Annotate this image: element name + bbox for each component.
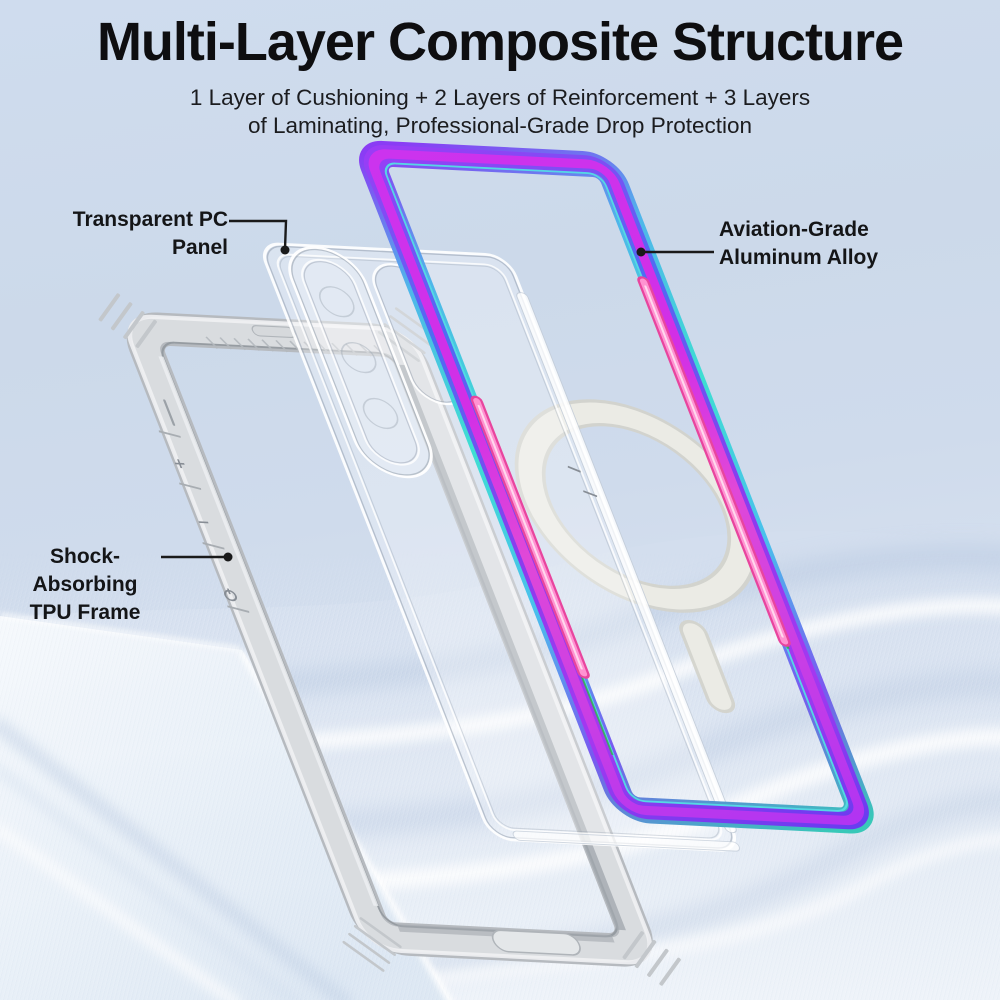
pc-panel-bottom-wall — [512, 830, 741, 852]
rail-cushion-key-right — [637, 276, 791, 647]
pc-panel-side-wall — [516, 292, 737, 834]
aluminum-frame-core-stripe — [368, 149, 865, 826]
callout-leaders — [161, 219, 714, 562]
callout-label-aluminum-alloy: Aviation-Grade Aluminum Alloy — [719, 216, 878, 272]
callout-aluminum-line-2: Aluminum Alloy — [719, 246, 879, 269]
power-key-glyph-icon — [224, 588, 238, 602]
antenna-slot — [163, 399, 176, 426]
callout-aluminum-line-1: Aviation-Grade — [719, 218, 869, 241]
lens-ring — [340, 341, 377, 374]
page-subtitle: 1 Layer of Cushioning + 2 Layers of Rein… — [0, 84, 1000, 140]
callout-dot-tpu — [223, 552, 233, 562]
callout-label-tpu-frame: Shock-Absorbing TPU Frame — [0, 543, 170, 627]
subtitle-line-1: 1 Layer of Cushioning + 2 Layers of Rein… — [189, 85, 811, 110]
camera-cutout-large — [288, 246, 433, 479]
callout-tpu-line-2: TPU Frame — [29, 601, 141, 624]
bottom-port-cover — [491, 929, 581, 956]
panel-latch-hooks — [567, 465, 598, 498]
magsafe-alignment-magnet — [682, 623, 732, 710]
page-title: Multi-Layer Composite Structure — [96, 12, 904, 72]
rail-cushion-key-left — [470, 395, 590, 679]
callout-tpu-line-1: Shock-Absorbing — [32, 545, 138, 596]
aluminum-frame-layer — [359, 140, 874, 834]
callout-label-transparent-pc-panel: Transparent PC Panel — [72, 208, 228, 259]
callout-dot-aluminum — [636, 247, 646, 257]
leader-line-pc-panel — [229, 219, 288, 250]
pc-panel-layer — [263, 242, 741, 852]
subtitle-line-2: of Laminating, Professional-Grade Drop P… — [247, 113, 752, 138]
callout-dot-pc-panel — [280, 245, 290, 255]
side-rail-seams — [158, 430, 250, 613]
lens-ring — [362, 397, 399, 430]
lens-ring — [318, 286, 355, 318]
